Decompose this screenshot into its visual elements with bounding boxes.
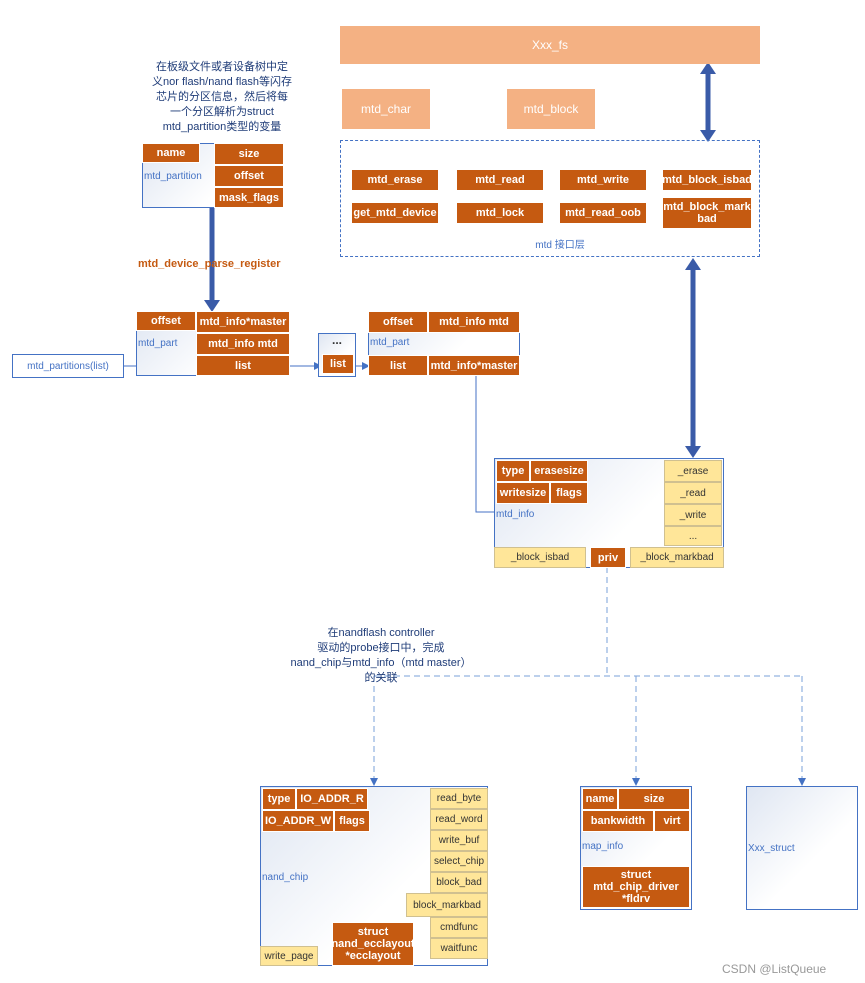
read-op: _read bbox=[664, 482, 722, 504]
xxx-struct-label: Xxx_struct bbox=[748, 843, 795, 854]
mtd-part-label: mtd_part bbox=[138, 338, 178, 349]
flags-field: flags bbox=[550, 482, 588, 504]
read-byte-fn: read_byte bbox=[430, 788, 488, 809]
mtd-partitions-list-head: mtd_partitions(list) bbox=[12, 354, 124, 378]
mtd-field: mtd_info mtd bbox=[196, 333, 290, 355]
erasesize-field: erasesize bbox=[530, 460, 588, 482]
get-mtd-device-fn: get_mtd_device bbox=[351, 202, 439, 224]
type-field: type bbox=[262, 788, 296, 810]
ellipsis-label: ... bbox=[331, 333, 342, 347]
block-markbad-fn: block_markbad bbox=[406, 893, 488, 917]
fldrv-field: struct mtd_chip_driver *fldrv bbox=[582, 866, 690, 908]
block-bad-fn: block_bad bbox=[430, 872, 488, 893]
write-page-fn: write_page bbox=[260, 946, 318, 966]
name-field: name bbox=[142, 143, 200, 163]
mtd-field: mtd_info mtd bbox=[428, 311, 520, 333]
name-field: name bbox=[582, 788, 618, 810]
priv-field: priv bbox=[590, 547, 626, 568]
io-addr-w-field: IO_ADDR_W bbox=[262, 810, 334, 832]
mtd-part-label: mtd_part bbox=[370, 337, 410, 348]
block-markbad-op: _block_markbad bbox=[630, 547, 724, 568]
mtd-lock-fn: mtd_lock bbox=[456, 202, 544, 224]
nand-chip-label: nand_chip bbox=[262, 872, 309, 883]
mask-flags-field: mask_flags bbox=[214, 187, 284, 208]
note-line: 一个分区解析为struct bbox=[170, 106, 274, 118]
watermark: CSDN @ListQueue bbox=[722, 962, 827, 976]
virt-field: virt bbox=[654, 810, 690, 832]
mtd-layer-title: mtd 接口层 bbox=[535, 240, 585, 251]
erase-op: _erase bbox=[664, 460, 722, 482]
probe-note: 在nandflash controller 驱动的probe接口中，完成 nan… bbox=[276, 626, 486, 686]
master-field: mtd_info*master bbox=[196, 311, 290, 333]
cmdfunc-fn: cmdfunc bbox=[430, 917, 488, 938]
xxx-struct bbox=[746, 786, 858, 910]
note-line: 在板级文件或者设备树中定 bbox=[156, 61, 288, 73]
read-word-fn: read_word bbox=[430, 809, 488, 830]
more-ops: ... bbox=[664, 526, 722, 546]
offset-field: offset bbox=[136, 311, 196, 331]
offset-field: offset bbox=[368, 311, 428, 333]
list-field: list bbox=[322, 354, 354, 374]
mtd-block-isbad-fn: mtd_block_isbad bbox=[662, 169, 752, 191]
register-function-label: mtd_device_parse_register bbox=[138, 258, 281, 270]
mtd-read-fn: mtd_read bbox=[456, 169, 544, 191]
type-field: type bbox=[496, 460, 530, 482]
mtd-write-fn: mtd_write bbox=[559, 169, 647, 191]
mtd-partition-label: mtd_partition bbox=[144, 171, 202, 182]
master-field: mtd_info*master bbox=[428, 355, 520, 376]
note-line: 义nor flash/nand flash等闪存 bbox=[151, 76, 292, 88]
note-line: 的关联 bbox=[364, 672, 398, 684]
note-line: 在nandflash controller bbox=[327, 627, 435, 639]
mtd-interface-layer bbox=[340, 140, 760, 257]
note-line: 驱动的probe接口中，完成 bbox=[317, 642, 445, 654]
partition-note: 在板级文件或者设备树中定 义nor flash/nand flash等闪存 芯片… bbox=[138, 60, 306, 135]
mtd-info-label: mtd_info bbox=[496, 509, 535, 520]
list-field: list bbox=[196, 355, 290, 376]
mtd-block-markbad-fn: mtd_block_mark bad bbox=[662, 197, 752, 229]
bankwidth-field: bankwidth bbox=[582, 810, 654, 832]
ecclayout-field: struct nand_ecclayout *ecclayout bbox=[331, 922, 415, 966]
mtd-read-oob-fn: mtd_read_oob bbox=[559, 202, 647, 224]
map-info-label: map_info bbox=[582, 841, 624, 852]
mtd-erase-fn: mtd_erase bbox=[351, 169, 439, 191]
write-op: _write bbox=[664, 504, 722, 526]
mtd-char-box: mtd_char bbox=[342, 89, 430, 129]
mtd-block-box: mtd_block bbox=[507, 89, 595, 129]
write-buf-fn: write_buf bbox=[430, 830, 488, 851]
writesize-field: writesize bbox=[496, 482, 550, 504]
size-field: size bbox=[618, 788, 690, 810]
waitfunc-fn: waitfunc bbox=[430, 938, 488, 959]
xxx-fs-box: Xxx_fs bbox=[340, 26, 760, 64]
note-line: 芯片的分区信息，然后将每 bbox=[156, 91, 288, 103]
note-line: mtd_partition类型的变量 bbox=[162, 121, 282, 133]
io-addr-r-field: IO_ADDR_R bbox=[296, 788, 368, 810]
block-isbad-op: _block_isbad bbox=[494, 547, 586, 568]
flags-field: flags bbox=[334, 810, 370, 832]
select-chip-fn: select_chip bbox=[430, 851, 488, 872]
size-field: size bbox=[214, 143, 284, 165]
note-line: nand_chip与mtd_info（mtd master） bbox=[290, 657, 472, 669]
offset-field: offset bbox=[214, 165, 284, 187]
list-field: list bbox=[368, 355, 428, 376]
mtd-partitions-list-label: mtd_partitions(list) bbox=[27, 360, 109, 372]
